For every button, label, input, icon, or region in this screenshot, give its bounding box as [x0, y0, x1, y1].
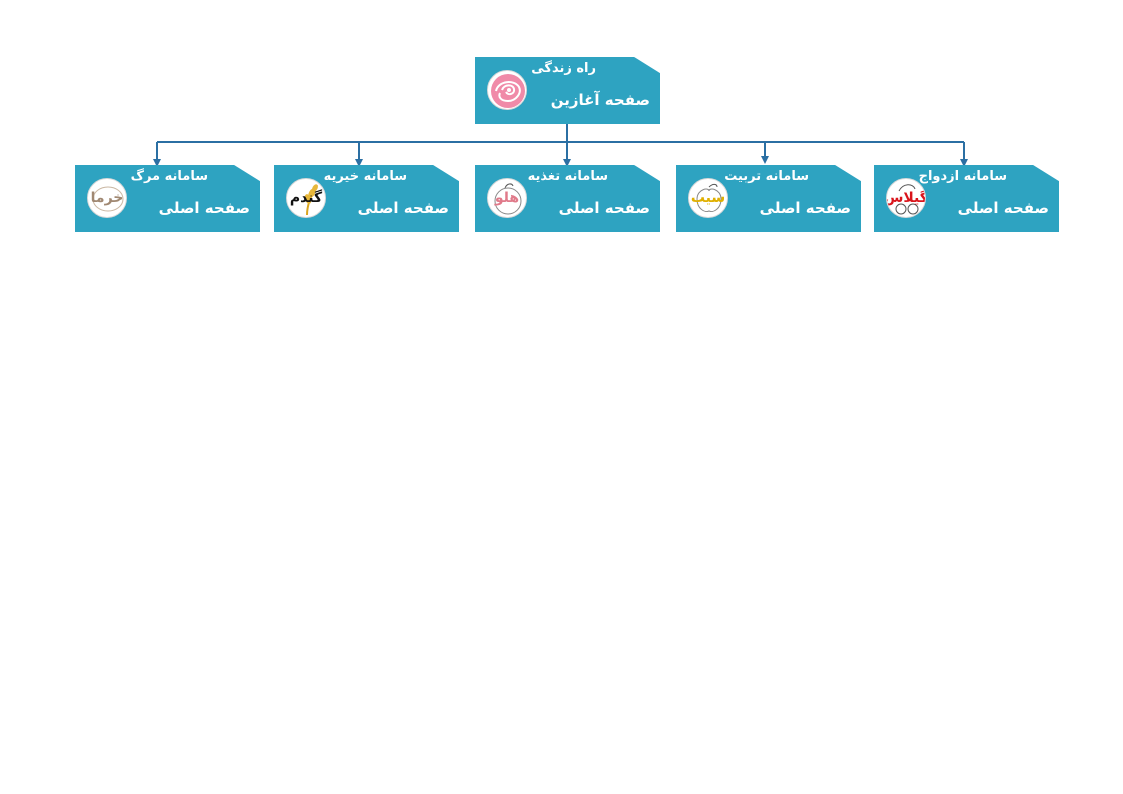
marriage-logo-word: گیلاس — [886, 190, 926, 206]
node-upbringing-title: سامانه تربیت — [724, 169, 809, 184]
cherry-logo-icon: گیلاس — [886, 178, 926, 218]
wheat-logo-icon: گندم — [286, 178, 326, 218]
date-fruit-logo-icon: خرما — [87, 178, 127, 218]
charity-logo-word: گندم — [289, 190, 323, 206]
node-death-label: صفحه اصلی — [158, 199, 250, 217]
apple-logo-icon: سیب — [688, 178, 728, 218]
root-node[interactable]: راه زندگی صفحه آغازین — [475, 57, 660, 124]
root-node-title: راه زندگی — [531, 61, 596, 76]
node-death-system[interactable]: سامانه مرگ صفحه اصلی خرما — [75, 165, 260, 232]
node-marriage-system[interactable]: سامانه ازدواج صفحه اصلی گیلاس — [874, 165, 1059, 232]
node-upbringing-label: صفحه اصلی — [759, 199, 851, 217]
node-charity-label: صفحه اصلی — [357, 199, 449, 217]
node-marriage-label: صفحه اصلی — [957, 199, 1049, 217]
node-nutrition-title: سامانه تغذیه — [527, 169, 608, 184]
node-nutrition-label: صفحه اصلی — [558, 199, 650, 217]
nutrition-logo-word: هلو — [494, 190, 520, 206]
node-charity-title: سامانه خیریه — [323, 169, 407, 184]
pink-rose-icon — [487, 70, 527, 110]
upbringing-logo-word: سیب — [690, 190, 726, 206]
node-nutrition-system[interactable]: سامانه تغذیه صفحه اصلی هلو — [475, 165, 660, 232]
death-logo-word: خرما — [90, 190, 124, 206]
node-upbringing-system[interactable]: سامانه تربیت صفحه اصلی سیب — [676, 165, 861, 232]
peach-logo-icon: هلو — [487, 178, 527, 218]
root-node-label: صفحه آغازین — [550, 91, 650, 109]
node-marriage-title: سامانه ازدواج — [918, 169, 1007, 184]
node-charity-system[interactable]: سامانه خیریه صفحه اصلی گندم — [274, 165, 459, 232]
node-death-title: سامانه مرگ — [130, 169, 208, 184]
